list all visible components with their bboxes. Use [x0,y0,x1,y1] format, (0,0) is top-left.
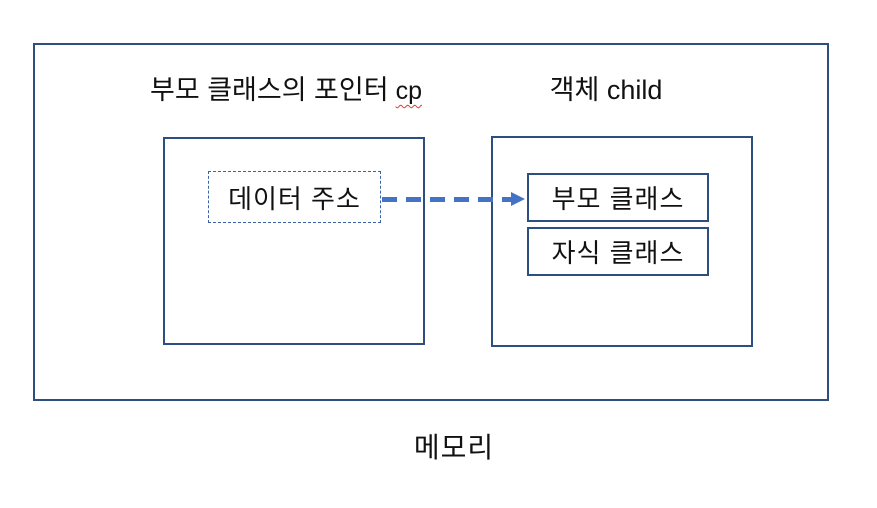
pointer-arrow-line [382,197,512,202]
pointer-title-text: 부모 클래스의 포인터 [150,75,389,105]
child-class-row: 자식 클래스 [527,227,709,276]
memory-caption: 메모리 [413,432,495,463]
data-address-cell: 데이터 주소 [208,171,381,223]
pointer-title-code-cp: cp [395,77,422,105]
pointer-variable-box [163,137,425,345]
parent-class-row: 부모 클래스 [527,173,709,222]
data-address-label: 데이터 주소 [228,183,361,214]
object-group-title: 객체 child [549,75,663,105]
pointer-arrow-head-icon [511,192,525,206]
